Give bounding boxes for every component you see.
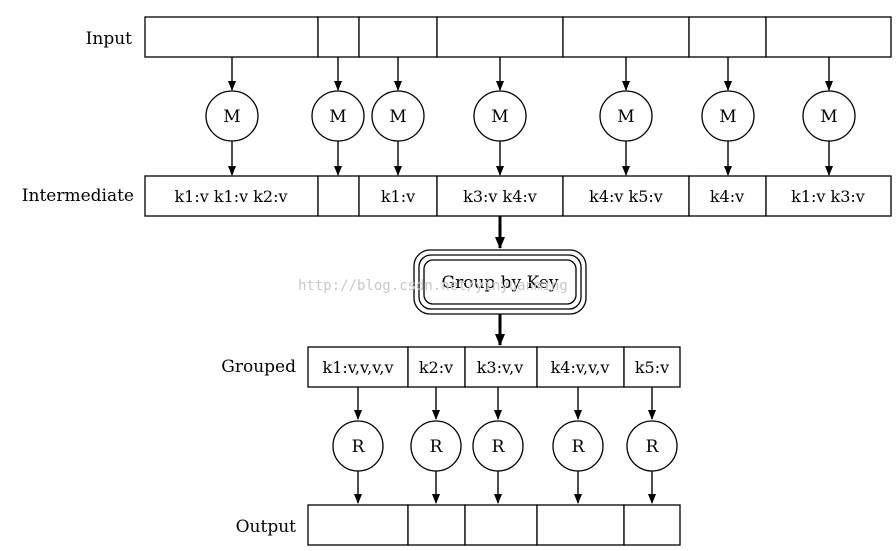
intermediate-cell-text: k4:v k5:v xyxy=(589,187,663,206)
intermediate-cell-text: k3:v k4:v xyxy=(463,187,537,206)
intermediate-cell-text: k1:v k3:v xyxy=(791,187,865,206)
grouped-to-reduce-arrows xyxy=(354,387,656,420)
grouped-row: k1:v,v,v,v k2:v k3:v,v k4:v,v,v k5:v xyxy=(307,346,681,388)
grouped-cell xyxy=(464,346,538,388)
grouped-cell-text: k2:v xyxy=(419,358,453,377)
grouped-cell xyxy=(536,346,625,388)
group-inner-border xyxy=(423,259,577,305)
intermediate-cell xyxy=(358,175,438,217)
intermediate-row: k1:v k1:v k2:v k1:v k3:v k4:v k4:v k5:v … xyxy=(144,175,892,217)
grouped-cell xyxy=(407,346,466,388)
reduce-node-label: R xyxy=(492,437,506,457)
map-node-label: M xyxy=(491,107,508,127)
reduce-node-label: R xyxy=(646,437,660,457)
output-cell xyxy=(536,504,625,546)
map-node-label: M xyxy=(617,107,634,127)
intermediate-cell xyxy=(436,175,564,217)
output-row xyxy=(307,504,681,546)
group-middle-border xyxy=(418,254,582,310)
map-node-label: M xyxy=(329,107,346,127)
reduce-to-output-arrows xyxy=(354,471,656,504)
grouped-label: Grouped xyxy=(221,357,296,377)
reduce-node-label: R xyxy=(430,437,444,457)
grouped-cell-text: k4:v,v,v xyxy=(551,358,610,377)
intermediate-cell xyxy=(562,175,690,217)
input-row xyxy=(144,16,892,58)
map-node-label: M xyxy=(389,107,406,127)
intermediate-cell xyxy=(688,175,767,217)
intermediate-label: Intermediate xyxy=(22,186,134,206)
reduce-node-label: R xyxy=(352,437,366,457)
watermark: http://blog.csdn.net/yinyuanming xyxy=(298,278,568,294)
intermediate-cell xyxy=(317,175,360,217)
input-to-map-arrows xyxy=(228,57,833,91)
input-cell xyxy=(358,16,438,58)
input-cell xyxy=(688,16,767,58)
reduce-nodes: R R R R R xyxy=(332,420,678,472)
input-cell xyxy=(144,16,319,58)
output-cell xyxy=(307,504,409,546)
map-nodes: M M M M M M M xyxy=(205,90,856,142)
input-cell xyxy=(562,16,690,58)
group-by-key-label: Group by Key xyxy=(442,273,559,293)
input-label: Input xyxy=(86,29,132,49)
grouped-cell-text: k1:v,v,v,v xyxy=(323,358,394,377)
input-cell xyxy=(317,16,360,58)
intermediate-cell-text: k1:v k1:v k2:v xyxy=(174,187,287,206)
reduce-node-label: R xyxy=(572,437,586,457)
intermediate-cell-text: k1:v xyxy=(381,187,415,206)
map-node-label: M xyxy=(223,107,240,127)
output-cell xyxy=(407,504,466,546)
output-cell xyxy=(623,504,681,546)
group-by-key-node: Group by Key xyxy=(413,249,587,315)
map-node-label: M xyxy=(820,107,837,127)
intermediate-cell xyxy=(144,175,319,217)
grouped-cell-text: k3:v,v xyxy=(477,358,524,377)
grouped-cell-text: k5:v xyxy=(635,358,669,377)
input-cell xyxy=(436,16,564,58)
map-node-label: M xyxy=(719,107,736,127)
intermediate-cell-text: k4:v xyxy=(710,187,744,206)
map-to-intermediate-arrows xyxy=(228,141,833,176)
output-cell xyxy=(464,504,538,546)
output-label: Output xyxy=(236,517,297,537)
intermediate-cell xyxy=(765,175,892,217)
input-cell xyxy=(765,16,892,58)
